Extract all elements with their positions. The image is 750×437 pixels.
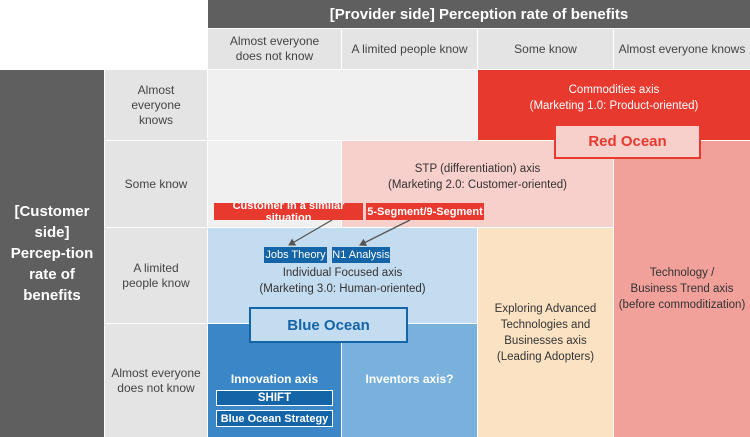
empty-region — [208, 70, 477, 140]
arrow-segment-to-n1 — [359, 219, 411, 246]
technology-axis-line: (before commoditization) — [618, 299, 746, 311]
blue-ocean-strategy-tag: Blue Ocean Strategy — [216, 410, 333, 427]
column-header-limited-people-know: A limited people know — [342, 29, 477, 69]
blue-ocean-label: Blue Ocean — [249, 307, 408, 343]
technology-axis-line: Technology / — [649, 267, 715, 279]
commodities-axis-subtitle: (Marketing 1.0: Product-oriented) — [529, 100, 699, 112]
technology-axis-area: Technology / Business Trend axis (before… — [614, 141, 750, 437]
row-header-label: Some know — [124, 176, 188, 191]
column-header-label: Almost everyone knows — [618, 41, 746, 56]
segment-tag: 5-Segment/9-Segment — [366, 203, 484, 220]
n1-analysis-tag: N1 Analysis — [332, 247, 390, 263]
jobs-theory-tag: Jobs Theory — [264, 247, 327, 263]
innovation-axis-label: Innovation axis — [230, 372, 319, 386]
blue-ocean-text: Blue Ocean — [287, 316, 370, 334]
column-header-label: A limited people know — [351, 41, 468, 56]
n1-analysis-label: N1 Analysis — [332, 249, 390, 261]
shift-tag: SHIFT — [216, 390, 333, 406]
individual-axis-title: Individual Focused axis — [282, 267, 403, 279]
jobs-theory-label: Jobs Theory — [265, 249, 326, 261]
row-header-limited-people-know: A limited people know — [105, 228, 207, 323]
innovation-axis-title: Innovation axis — [208, 370, 341, 388]
red-ocean-label: Red Ocean — [554, 124, 701, 159]
blue-ocean-strategy-label: Blue Ocean Strategy — [220, 412, 329, 425]
column-header-label: Almost everyone does not know — [229, 34, 320, 63]
shift-label: SHIFT — [257, 392, 292, 404]
column-header-some-know: Some know — [478, 29, 613, 69]
row-header-some-know: Some know — [105, 141, 207, 227]
row-header-label: A limited people know — [122, 260, 190, 290]
provider-header-text: [Provider side] Perception rate of benef… — [329, 5, 629, 23]
segment-label: 5-Segment/9-Segment — [367, 205, 483, 218]
inventors-axis-title: Inventors axis? — [342, 370, 477, 388]
individual-axis-subtitle: (Marketing 3.0: Human-oriented) — [259, 283, 426, 295]
column-header-label: Some know — [514, 41, 577, 56]
exploring-axis-line: Technologies and — [500, 318, 591, 331]
exploring-axis-line: Businesses axis — [504, 334, 587, 347]
exploring-axis-line: (Leading Adopters) — [496, 350, 595, 363]
row-header-almost-everyone-knows: Almost everyone knows — [105, 70, 207, 140]
customer-similar-situation-label: Customer in a similar situation — [232, 199, 345, 224]
red-ocean-text: Red Ocean — [588, 133, 667, 150]
column-header-almost-everyone-knows: Almost everyone knows — [614, 29, 750, 69]
exploring-axis-area: Exploring Advanced Technologies and Busi… — [478, 228, 613, 437]
provider-side-header: [Provider side] Perception rate of benef… — [208, 0, 750, 28]
customer-similar-situation-tag: Customer in a similar situation — [214, 200, 363, 224]
exploring-axis-line: Exploring Advanced — [494, 302, 597, 315]
row-header-label: Almost everyone does not know — [111, 365, 201, 395]
stp-axis-title: STP (differentiation) axis — [414, 163, 541, 175]
row-header-label: Almost everyone knows — [131, 82, 181, 127]
technology-axis-line: Business Trend axis — [630, 283, 734, 295]
arrow-customer-to-jobs — [288, 219, 333, 246]
customer-side-header: [Customer side] Percep-tion rate of bene… — [0, 70, 104, 437]
stp-axis-subtitle: (Marketing 2.0: Customer-oriented) — [388, 179, 567, 191]
column-header-almost-everyone-does-not-know: Almost everyone does not know — [208, 29, 341, 69]
individual-focused-axis-text: Individual Focused axis (Marketing 3.0: … — [208, 264, 477, 298]
inventors-axis-label: Inventors axis? — [365, 372, 454, 386]
commodities-axis-title: Commodities axis — [568, 84, 660, 96]
row-header-almost-everyone-does-not-know: Almost everyone does not know — [105, 324, 207, 437]
customer-header-text: [Customer side] Percep-tion rate of bene… — [10, 203, 94, 304]
